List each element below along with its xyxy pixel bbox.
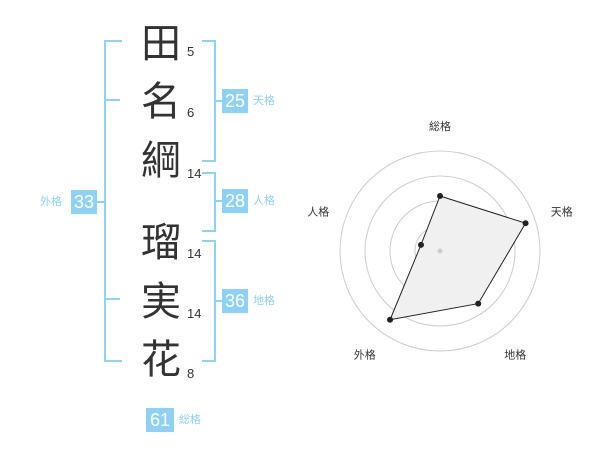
radar-axis-label-2: 天格: [551, 204, 573, 218]
jinkaku-bracket: [202, 172, 216, 232]
gaikaku-bracket-tick-1: [104, 99, 120, 101]
name-char-6: 花: [141, 337, 181, 383]
gaikaku-bracket-tick-2: [104, 298, 120, 300]
stroke-count-3: 14: [187, 166, 202, 181]
radar-ring-4: [339, 150, 541, 352]
gaikaku-bracket-stem: [96, 201, 104, 203]
name-char-3: 綱: [141, 138, 181, 184]
stroke-count-2: 6: [187, 105, 195, 120]
radar-polygon: [389, 195, 527, 321]
stroke-count-6: 8: [187, 366, 195, 381]
soukaku-value: 61: [146, 408, 174, 432]
jinkaku-bracket-stem: [214, 200, 222, 202]
name-char-2: 名: [141, 79, 181, 125]
gaikaku-label: 外格: [40, 195, 62, 208]
radar-ring-3: [364, 175, 516, 327]
radar-point-4: [387, 316, 394, 323]
radar-center-dot: [437, 248, 443, 254]
chikaku-label: 地格: [253, 294, 275, 307]
chikaku-value: 36: [222, 289, 248, 313]
name-char-1: 田: [141, 21, 181, 67]
name-char-5: 実: [141, 279, 181, 325]
radar-axis-label-3: 地格: [504, 348, 526, 362]
tenkaku-value: 25: [222, 89, 248, 113]
stroke-count-1: 5: [187, 44, 195, 59]
radar-axis-label-4: 外格: [354, 348, 376, 362]
tenkaku-label: 天格: [253, 94, 275, 107]
radar-point-2: [522, 220, 529, 227]
radar-axis-label-1: 総格: [429, 119, 451, 133]
jinkaku-value: 28: [222, 189, 248, 213]
name-char-4: 瑠: [141, 220, 181, 266]
chikaku-bracket-stem: [214, 300, 222, 302]
stroke-count-5: 14: [187, 306, 202, 321]
gaikaku-value: 33: [71, 190, 97, 214]
radar-point-1: [437, 193, 443, 199]
stroke-count-4: 14: [187, 246, 202, 261]
jinkaku-label: 人格: [253, 194, 275, 207]
gaikaku-bracket: [104, 40, 122, 362]
radar-axis-label-5: 人格: [307, 204, 329, 218]
radar-point-5: [417, 241, 424, 248]
radar-point-3: [475, 300, 482, 307]
soukaku-label: 総格: [179, 413, 201, 426]
tenkaku-bracket-stem: [214, 100, 222, 102]
